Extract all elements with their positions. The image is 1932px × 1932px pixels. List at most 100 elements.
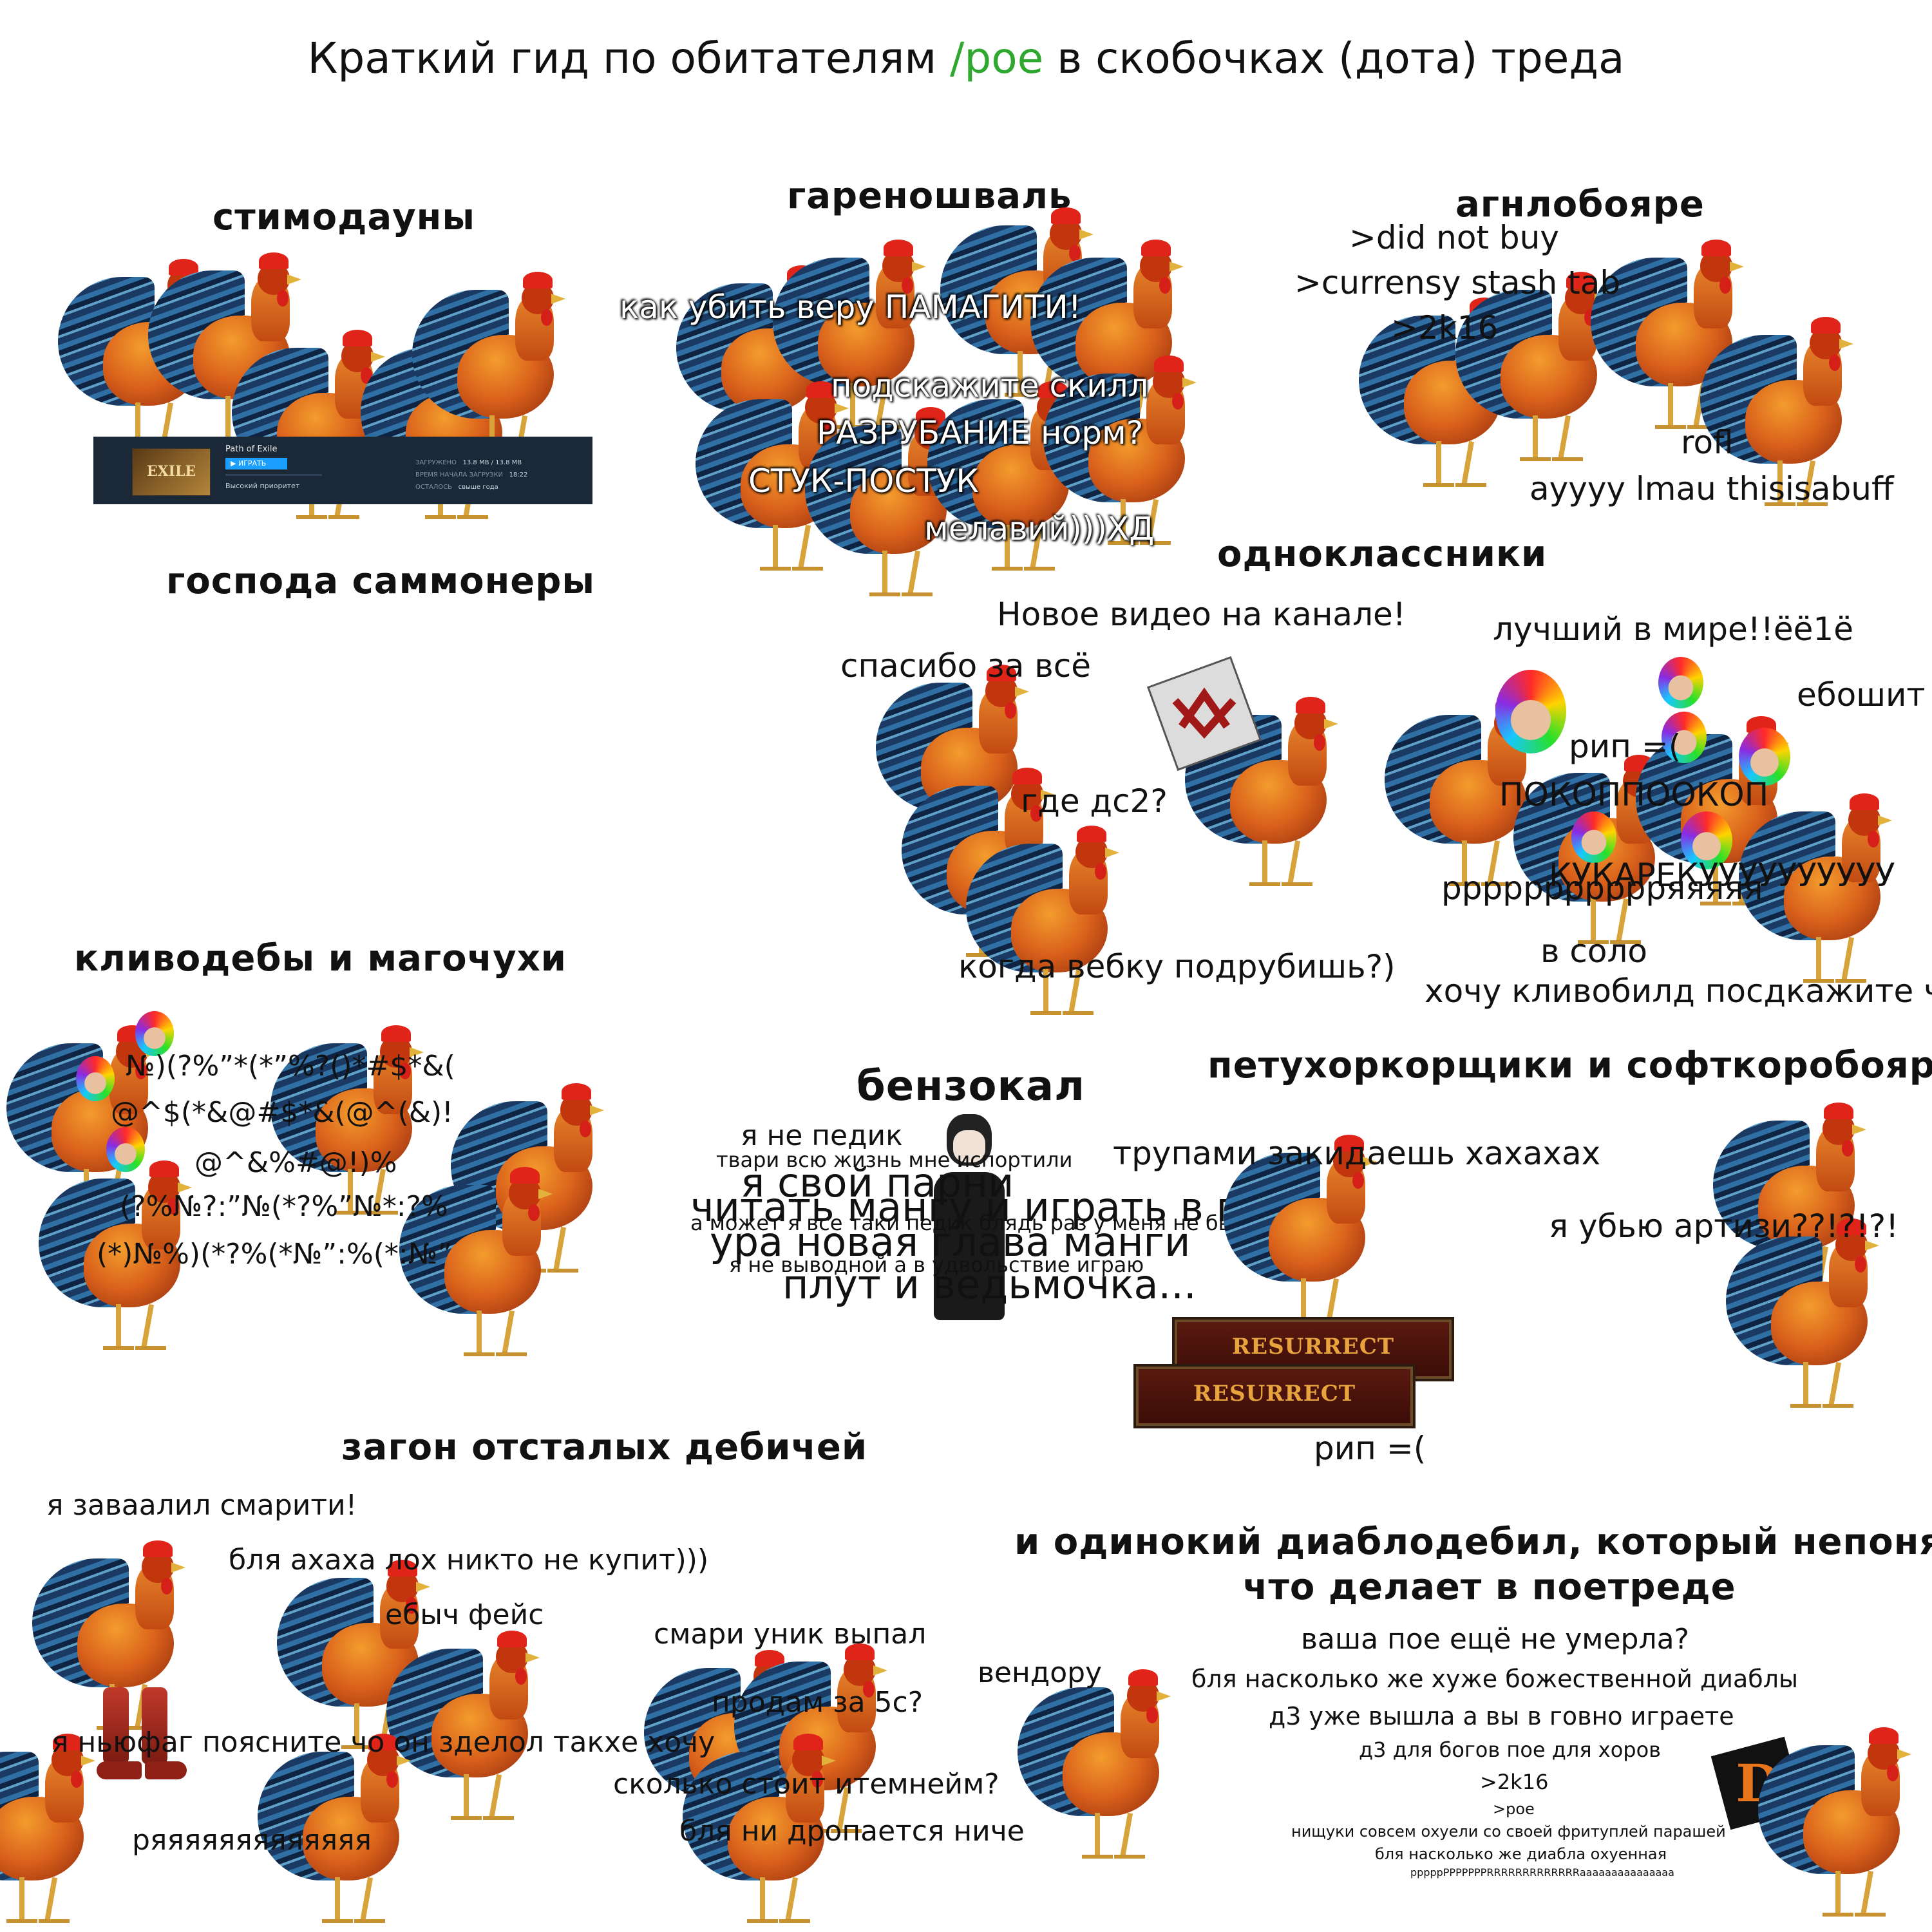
- hardcore-line: трупами закидаешь хахахах: [1113, 1135, 1601, 1172]
- benzo-line: твари всю жизнь мне испортили: [716, 1148, 1073, 1172]
- header-stimo: стимодауны: [213, 196, 475, 238]
- steam-download-panel: EXILE Path of Exile ▶ ИГРАТЬ Высокий при…: [93, 437, 592, 504]
- odnoklass-right-line: лучший в мире!!ёё1ё: [1493, 611, 1853, 648]
- odnoklass-right-line: ррррррррррряяяяя: [1441, 869, 1763, 907]
- steam-progress-track: [225, 474, 322, 476]
- zagon-line: бля ни дропается ниче: [679, 1815, 1025, 1848]
- rooster: [1726, 1218, 1893, 1417]
- rainbow-face-icon: [135, 1011, 174, 1056]
- rooster: [1185, 697, 1352, 895]
- channel-logo-icon: [1146, 656, 1262, 772]
- header-agnlo: агнлобояре: [1455, 184, 1705, 225]
- rooster: [451, 1083, 618, 1282]
- diablo-line: д3 для богов пое для хоров: [1359, 1738, 1662, 1762]
- cleave-line: @^$(*&@#$*&(@^(&)!: [111, 1096, 453, 1129]
- odnoklass-line: когда вебку подрубишь?): [958, 948, 1396, 985]
- diablo-line: ваша пое ещё не умерла?: [1301, 1623, 1689, 1656]
- rainbow-face-icon: [1495, 670, 1566, 753]
- hardcore-line: я убью артизи??!?!?!: [1549, 1208, 1899, 1245]
- rooster: [1591, 240, 1758, 438]
- agnlo-line: ayyyy lmau thisisabuff: [1530, 470, 1894, 507]
- rooster: [258, 1734, 425, 1932]
- garena-line: СТУК-ПОСТУК: [748, 462, 979, 500]
- garena-line: как убить веру ПАМАГИТИ!: [620, 289, 1081, 326]
- zagon-line: смари уник выпал: [654, 1618, 927, 1651]
- steam-play-button[interactable]: ▶ ИГРАТЬ: [225, 458, 287, 469]
- rooster: [399, 1167, 567, 1365]
- cleave-line: №)(?%”*(*”%?()*#$*&(: [126, 1050, 455, 1083]
- diablo-line: >2k16: [1480, 1770, 1549, 1794]
- header-benzo: бензокал: [857, 1063, 1085, 1110]
- header-hardcore: петухоркорщики и софткоробояре: [1208, 1045, 1932, 1086]
- odnoklass-line: спасибо за всё: [840, 647, 1091, 685]
- rooster: [0, 1734, 109, 1932]
- rooster: [1758, 1727, 1926, 1926]
- odnoklass-line: где дс2?: [1021, 782, 1168, 820]
- header-garena: гареношваль: [787, 175, 1072, 217]
- diablo-line: д3 уже вышла а вы в говно играете: [1269, 1702, 1734, 1730]
- header-cleave: кливодебы и магочухи: [74, 938, 567, 980]
- zagon-line: я ньюфаг поясните чо он зделол такхе хоч…: [52, 1726, 715, 1759]
- rooster: [1739, 793, 1906, 992]
- cleave-line: (?%№?:”№(*?%”№*:?%: [120, 1190, 448, 1223]
- benzo-line: читать мангу и играть в пое: [690, 1184, 1292, 1231]
- rooster: [1018, 1669, 1185, 1868]
- header-diablo: и одинокий диаблодебил, который непонятн…: [1014, 1521, 1932, 1563]
- steam-game-title: Path of Exile: [225, 444, 278, 454]
- zagon-line: я завaалил смарити!: [46, 1489, 357, 1522]
- title-text-end: в скобочках (дота) треда: [1057, 33, 1625, 83]
- rooster: [773, 240, 940, 438]
- rainbow-face-icon: [1658, 657, 1703, 708]
- garena-line: подскажите скилл: [831, 367, 1149, 404]
- rooster: [1700, 317, 1868, 515]
- benzo-line: плут и ведьмочка...: [782, 1261, 1197, 1308]
- steam-stat-start-time: ВРЕМЯ НАЧАЛА ЗАГРУЗКИ 18:22: [415, 471, 528, 478]
- benzo-line: ура новая глава манги: [710, 1218, 1191, 1265]
- agnlo-line: rofl: [1681, 424, 1734, 461]
- rooster: [966, 826, 1133, 1024]
- header-odnoklass: одноклассники: [1217, 533, 1548, 575]
- zagon-line: бля ахаха лох никто не купит))): [229, 1544, 709, 1577]
- benzo-line: а может я все таки педик блядь раз у мен…: [690, 1211, 1260, 1235]
- rooster: [1455, 272, 1623, 470]
- rooster: [683, 1734, 850, 1932]
- rainbow-face-icon: [1571, 811, 1616, 863]
- zagon-line: продам за 5с?: [712, 1686, 923, 1719]
- odnoklass-line: Новое видео на канале!: [997, 596, 1406, 633]
- rooster: [412, 272, 580, 470]
- header-zagon: загон отсталых дебичей: [341, 1426, 868, 1468]
- rainbow-face-icon: [106, 1127, 145, 1172]
- diablo-line: бля насколько же диабла охуенная: [1375, 1845, 1667, 1863]
- cleave-line: @^&%#@!)%: [194, 1146, 397, 1179]
- zagon-line: вендору: [978, 1656, 1103, 1689]
- rainbow-face-icon: [1662, 712, 1707, 763]
- page-title: Краткий гид по обитателям /poe в скобочк…: [0, 33, 1932, 83]
- hardcore-line: рип =(: [1314, 1430, 1426, 1467]
- rooster: [39, 1160, 206, 1359]
- rainbow-face-icon: [1739, 728, 1790, 786]
- odnoklass-right-line: хочу кливобилд посдкажите че: [1425, 972, 1932, 1010]
- anime-figure-icon: [927, 1114, 1011, 1320]
- agnlo-line: >did not buy: [1349, 219, 1559, 256]
- agnlo-line: >2k16: [1391, 309, 1499, 346]
- diablo-line: бля насколько же хуже божественной диабл…: [1191, 1665, 1799, 1693]
- agnlo-line: >currensy stash tab: [1294, 264, 1621, 301]
- zagon-line: ебыч фейс: [385, 1598, 544, 1631]
- zagon-line: ряяяяяяяяяяяяя: [132, 1824, 372, 1857]
- steam-priority: Высокий приоритет: [225, 482, 300, 490]
- poe-logo: EXILE: [132, 448, 211, 496]
- benzo-line: я не выводной а в удвольствие играю: [729, 1253, 1144, 1277]
- title-text-start: Краткий гид по обитателям: [307, 33, 937, 83]
- garena-line: РАЗРУБАНИЕ норм?: [817, 414, 1144, 451]
- benzo-line: я свой парни: [741, 1159, 1014, 1206]
- resurrect-button[interactable]: RESURRECT: [1133, 1364, 1416, 1428]
- diablo-line: нищуки совсем охуели со своей фритуплей …: [1291, 1823, 1726, 1841]
- rooster: [386, 1631, 554, 1829]
- odnoklass-right-line: рип =(: [1569, 728, 1681, 765]
- rooster: [1224, 1135, 1391, 1333]
- cleave-line: (*)№%)(*?%(*№”:%(*:№”: [97, 1238, 453, 1271]
- rainbow-face-icon: [1681, 811, 1732, 869]
- odnoklass-right-line: ебошит: [1797, 676, 1926, 714]
- garena-line: мелавий)))ХД: [924, 510, 1155, 547]
